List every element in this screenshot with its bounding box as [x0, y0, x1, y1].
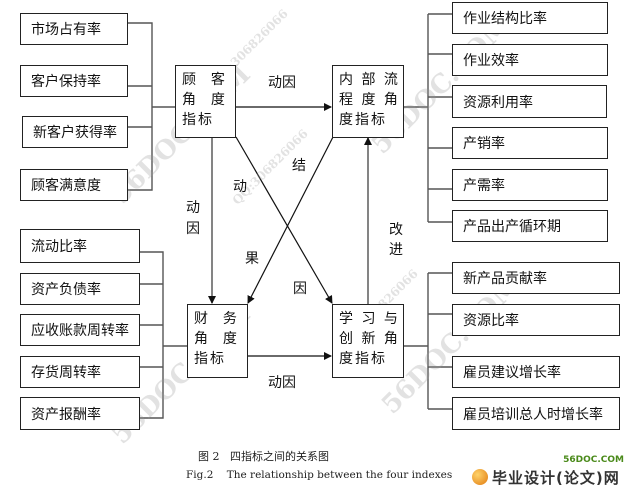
node-line: 创 新 角	[339, 331, 400, 347]
finance-metric: 资产报酬率	[20, 397, 140, 430]
customer-metric: 客户保持率	[20, 65, 128, 97]
finance-metric: 存货周转率	[20, 356, 140, 388]
internal-metric: 作业结构比率	[452, 2, 608, 34]
node-line: 指标	[194, 351, 226, 367]
node-line: 程 度 角	[339, 92, 400, 108]
label-cross: 动	[233, 179, 247, 195]
node-line: 财 务	[194, 311, 239, 327]
node-line: 度指标	[339, 351, 387, 367]
customer-metric: 新客户获得率	[22, 116, 128, 148]
finance-metric: 流动比率	[20, 229, 140, 263]
label-left-driver: 动	[186, 200, 200, 216]
internal-metric: 作业效率	[452, 44, 608, 76]
finance-metric: 应收账款周转率	[20, 314, 140, 346]
learning-metric: 雇员建议增长率	[452, 356, 620, 388]
internal-metric: 产品出产循环期	[452, 210, 608, 242]
logo-site: 56DOC.COM	[563, 455, 624, 465]
label-cross: 因	[293, 281, 307, 297]
internal-process-node: 内 部 流 程 度 角 度指标	[332, 65, 404, 138]
internal-metric: 资源利用率	[452, 85, 607, 118]
label-left-driver: 因	[186, 221, 200, 237]
node-line: 角 度	[194, 331, 239, 347]
customer-perspective-node: 顾 客 角 度 指标	[175, 65, 236, 138]
caption-english: Fig.2 The relationship between the four …	[186, 469, 453, 481]
node-line: 学 习 与	[339, 311, 400, 327]
label-improve: 改	[389, 222, 403, 238]
node-line: 角 度	[182, 92, 227, 108]
label-top-driver: 动因	[268, 75, 296, 91]
label-cross: 果	[245, 251, 259, 267]
node-line: 指标	[182, 112, 214, 128]
learning-metric: 雇员培训总人时增长率	[452, 397, 620, 430]
node-line: 度指标	[339, 112, 387, 128]
node-line: 顾 客	[182, 72, 227, 88]
customer-metric: 市场占有率	[20, 13, 128, 45]
label-cross: 结	[292, 158, 306, 174]
finance-perspective-node: 财 务 角 度 指标	[187, 304, 248, 378]
caption-chinese: 图 2 四指标之间的关系图	[198, 450, 329, 463]
site-logo: 56DOC.COM 毕业设计(论文)网	[470, 455, 630, 489]
internal-metric: 产需率	[452, 169, 608, 201]
logo-name: 毕业设计(论文)网	[492, 469, 620, 487]
customer-metric: 顾客满意度	[20, 169, 128, 201]
label-bottom-driver: 动因	[268, 375, 296, 391]
internal-metric: 产销率	[452, 127, 608, 159]
finance-metric: 资产负债率	[20, 273, 140, 305]
node-line: 内 部 流	[339, 72, 400, 88]
learning-metric: 新产品贡献率	[452, 262, 620, 294]
learning-metric: 资源比率	[452, 304, 620, 336]
logo-ball-icon	[472, 469, 488, 485]
label-improve: 进	[389, 242, 403, 258]
learning-growth-node: 学 习 与 创 新 角 度指标	[332, 304, 404, 378]
